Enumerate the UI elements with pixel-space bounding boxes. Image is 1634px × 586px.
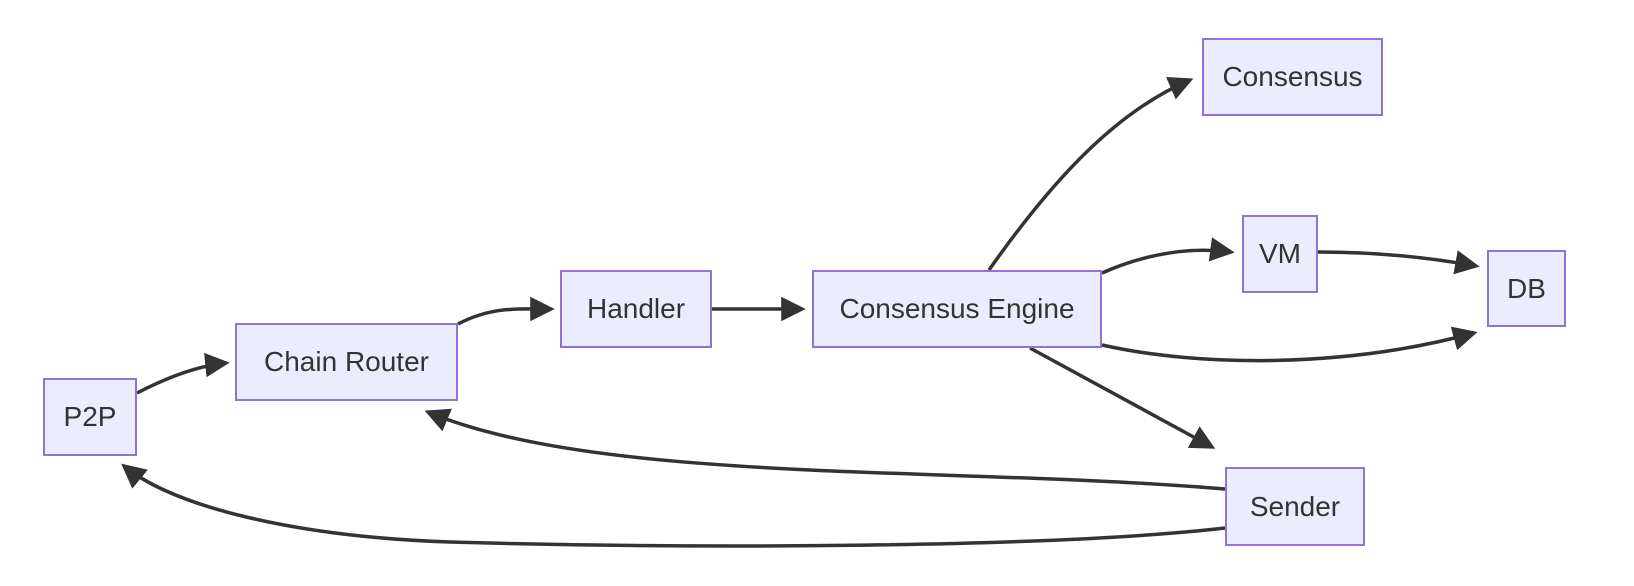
node-vm: VM xyxy=(1242,215,1318,293)
node-handler: Handler xyxy=(560,270,712,348)
node-sender: Sender xyxy=(1225,467,1365,546)
node-db: DB xyxy=(1487,250,1566,327)
edge-sender-to-p2p xyxy=(121,463,1226,548)
edge-p2p-to-chain-router xyxy=(136,352,230,395)
edge-chain-router-to-handler xyxy=(457,296,555,326)
edge-consensus-engine-to-db xyxy=(1101,326,1478,363)
edge-consensus-engine-to-consensus xyxy=(987,76,1194,272)
node-chain-router: Chain Router xyxy=(235,323,458,401)
node-p2p: P2P xyxy=(43,378,137,456)
node-consensus-engine: Consensus Engine xyxy=(812,270,1102,348)
edge-consensus-engine-to-sender xyxy=(1029,346,1216,449)
edge-vm-to-db xyxy=(1317,250,1480,275)
node-consensus: Consensus xyxy=(1202,38,1383,116)
edge-sender-to-chain-router xyxy=(424,408,1226,491)
edge-consensus-engine-to-vm xyxy=(1101,237,1235,275)
